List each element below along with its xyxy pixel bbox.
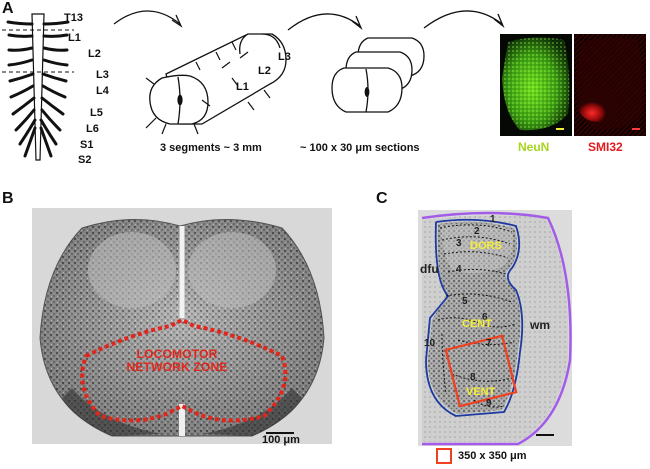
segment-label-l5: L5 [90, 107, 103, 119]
stain-label-neun: NeuN [518, 140, 550, 154]
sampling-box-legend-swatch [436, 448, 452, 464]
block-label-l3: L3 [278, 51, 291, 63]
lamina-label-9: 9 [486, 398, 492, 409]
hemisection-image [418, 210, 572, 446]
spinal-cord-diagram [2, 13, 74, 161]
segment-label-s1: S1 [80, 139, 94, 151]
smi32-stain-image [574, 34, 646, 136]
segment-label-s2: S2 [78, 154, 92, 166]
stain-label-smi32: SMI32 [588, 140, 623, 154]
locomotor-zone-outline [80, 317, 288, 423]
segment-label-l6: L6 [86, 123, 99, 135]
arrow-icon [113, 10, 183, 28]
scale-bar-label: 100 μm [262, 434, 300, 446]
block-label-l1: L1 [236, 81, 249, 93]
segment-label-l1: L1 [68, 32, 81, 44]
panel-label-b: B [2, 190, 14, 207]
zone-line-2: NETWORK ZONE [126, 359, 228, 374]
panel-label-c: C [376, 190, 388, 207]
sampling-box [444, 334, 554, 436]
lamina-label-6: 6 [482, 312, 488, 323]
region-label-cent: CENT [462, 318, 492, 330]
panel-label-a: A [2, 0, 14, 17]
lamina-label-4: 4 [456, 264, 462, 275]
lamina-label-10: 10 [424, 338, 436, 349]
lamina-label-5: 5 [462, 296, 468, 307]
locomotor-zone-label: LOCOMOTOR NETWORK ZONE [102, 348, 252, 373]
segment-label-l4: L4 [96, 85, 109, 97]
lamina-label-3: 3 [456, 238, 462, 249]
lamina-label-1: 1 [490, 214, 496, 225]
zone-line-1: LOCOMOTOR [136, 347, 218, 361]
region-label-vent: VENT [466, 386, 496, 398]
segment-label-l2: L2 [88, 48, 101, 60]
sampling-box-legend-label: 350 x 350 μm [458, 450, 527, 462]
lamina-label-8: 8 [470, 372, 476, 383]
lamina-label-2: 2 [474, 226, 480, 237]
segment-label-t13: T13 [64, 12, 83, 24]
arrow-icon [423, 10, 505, 29]
scale-bar [266, 432, 294, 434]
neun-stain-image [500, 34, 572, 136]
region-label-dors: DORS [470, 240, 502, 252]
caption-segments: 3 segments ~ 3 mm [160, 142, 262, 154]
segment-label-l3: L3 [96, 69, 109, 81]
caption-sections: ~ 100 x 30 μm sections [300, 142, 420, 154]
lamina-label-7: 7 [486, 338, 492, 349]
sections-diagram [331, 37, 425, 113]
arrow-icon [287, 13, 363, 31]
region-label-wm: wm [530, 318, 551, 332]
block-label-l2: L2 [258, 65, 271, 77]
locomotor-section-image [32, 208, 332, 444]
segment-block-diagram [145, 33, 287, 135]
region-label-dfu: dfu [420, 262, 439, 276]
